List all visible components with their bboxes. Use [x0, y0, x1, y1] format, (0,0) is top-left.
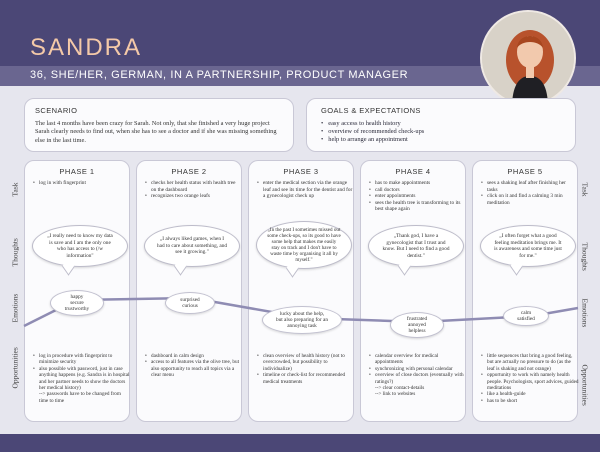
opportunity-item: log in procedure with fingerprint to min… — [33, 353, 131, 366]
phase-card-2: PHASE 2 checks her health status with he… — [136, 160, 242, 422]
scenario-text: The last 4 months have been crazy for Sa… — [35, 120, 277, 144]
row-label-opportunities: Opportunities — [10, 347, 20, 389]
thought-bubble: „In the past I sometimes missed out some… — [256, 221, 352, 269]
goals-title: GOALS & EXPECTATIONS — [321, 106, 421, 115]
opportunity-list: little sequences that bring a good feeli… — [481, 353, 579, 405]
task-list: has to make appointments call doctors en… — [369, 180, 465, 213]
emotion-bubble-3: lucky about the help, but also preparing… — [262, 306, 342, 334]
emotion-bubble-2: surprised curious — [165, 292, 215, 314]
opportunity-item: has to be short — [481, 398, 579, 405]
thought-bubble: „Thank god, I have a gynecologist that I… — [368, 225, 464, 267]
opportunity-item: also possible with password, just in cas… — [33, 366, 131, 392]
phase-title: PHASE 2 — [171, 167, 207, 176]
opportunity-item: clean overview of health history (not to… — [257, 353, 355, 372]
persona-photo-image — [482, 12, 574, 104]
task-item: sees a shaking leaf after finishing her … — [481, 180, 577, 193]
phase-card-3: PHASE 3 enter the medical section via th… — [248, 160, 354, 422]
task-item: enter the medical section via the orange… — [257, 180, 353, 200]
opportunity-item: --> passwords have to be changed from ti… — [39, 391, 121, 404]
task-list: log in with fingerprint — [33, 180, 129, 187]
goal-item: help to arrange an appointment — [321, 136, 424, 144]
phase-title: PHASE 1 — [59, 167, 95, 176]
scenario-title: SCENARIO — [35, 106, 78, 115]
goals-card: GOALS & EXPECTATIONS easy access to heal… — [306, 98, 576, 152]
row-label-opportunities-right: Opportunities — [580, 364, 590, 406]
row-label-thoughts: Thoughts — [10, 238, 20, 267]
emotion-bubble-4: frustrated annoyed helpless — [390, 312, 444, 338]
opportunity-list: dashboard in calm design access to all f… — [145, 353, 243, 379]
persona-subtitle: 36, SHE/HER, GERMAN, IN A PARTNERSHIP, P… — [30, 69, 409, 81]
goal-item: overview of recommended check-ups — [321, 128, 424, 136]
phase-title: PHASE 4 — [395, 167, 431, 176]
opportunity-item: overview of close doctors (eventually wi… — [369, 372, 467, 385]
task-item: call doctors — [369, 187, 465, 194]
persona-photo — [480, 10, 576, 106]
opportunity-item: access to all features via the olive tre… — [145, 359, 243, 378]
footer-band — [0, 434, 600, 452]
persona-subtitle-bar — [0, 66, 600, 86]
task-item: enter appointments — [369, 193, 465, 200]
opportunity-list: clean overview of health history (not to… — [257, 353, 355, 385]
opportunity-item: like a health-guide — [481, 391, 579, 398]
row-label-task: Task — [10, 182, 20, 197]
row-label-emotions: Emotions — [10, 293, 20, 323]
opportunity-item: little sequences that bring a good feeli… — [481, 353, 579, 372]
scenario-card: SCENARIO The last 4 months have been cra… — [24, 98, 294, 152]
opportunity-item: calendar overview for medical appointmen… — [369, 353, 467, 366]
emotion-bubble-1: happy secure trustworthy — [50, 290, 104, 316]
opportunity-list: log in procedure with fingerprint to min… — [33, 353, 131, 404]
task-item: click on it and find a calming 3 min med… — [481, 193, 577, 206]
thought-bubble: „I often forget what a good feeling medi… — [480, 225, 576, 267]
opportunity-item: synchronizing with personal calendar — [369, 366, 467, 373]
task-item: log in with fingerprint — [33, 180, 129, 187]
task-list: enter the medical section via the orange… — [257, 180, 353, 200]
task-item: checks her health status with health tre… — [145, 180, 241, 193]
opportunity-item: dashboard in calm design — [145, 353, 243, 360]
opportunity-item: opportunity to work with namely health p… — [481, 372, 579, 391]
opportunity-item: --> clear contact-details — [375, 385, 425, 392]
thought-bubble: „I always liked games, when I had to car… — [144, 225, 240, 267]
goal-item: easy access to health history — [321, 120, 424, 128]
phase-card-4: PHASE 4 has to make appointments call do… — [360, 160, 466, 422]
task-list: checks her health status with health tre… — [145, 180, 241, 200]
row-label-task-right: Task — [580, 182, 590, 197]
task-item: sees the health tree is transforming to … — [369, 200, 465, 213]
persona-name: SANDRA — [30, 34, 143, 61]
opportunity-item: --> link to websites — [375, 391, 416, 398]
goals-list: easy access to health history overview o… — [321, 120, 424, 145]
task-item: recognizes two orange leafs — [145, 193, 241, 200]
thought-bubble: „I really need to know my data is save a… — [32, 225, 128, 267]
phase-card-5: PHASE 5 sees a shaking leaf after finish… — [472, 160, 579, 422]
task-list: sees a shaking leaf after finishing her … — [481, 180, 577, 206]
task-item: has to make appointments — [369, 180, 465, 187]
row-label-emotions-right: Emotions — [580, 298, 590, 328]
phase-title: PHASE 3 — [283, 167, 319, 176]
row-label-thoughts-right: Thoughts — [580, 242, 590, 271]
emotion-bubble-5: calm satisfied — [503, 306, 549, 326]
opportunity-list: calendar overview for medical appointmen… — [369, 353, 467, 398]
phase-title: PHASE 5 — [507, 167, 543, 176]
opportunity-item: timeline or check-list for recommended m… — [257, 372, 355, 385]
